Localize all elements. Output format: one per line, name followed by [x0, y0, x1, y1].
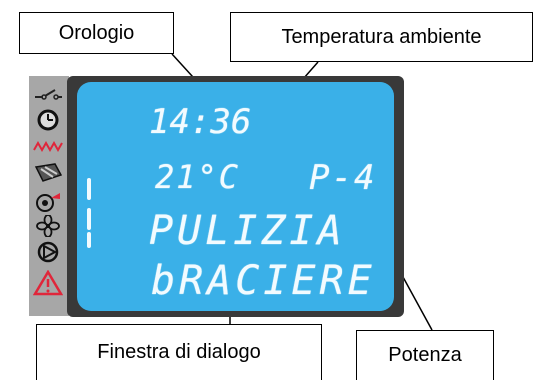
heating-wave-icon	[33, 140, 63, 153]
clock-readout: 14:36	[149, 102, 252, 142]
pump-icon	[37, 241, 59, 263]
lcd-display-frame: 14:36 21°C P-4 PULIZIA bRACIERE	[67, 76, 404, 317]
room-temperature-readout: 21°C	[155, 158, 241, 196]
thermostat-switch-icon	[35, 89, 62, 100]
clock-label: Orologio	[19, 12, 174, 54]
power-level-readout: P-4	[309, 158, 377, 198]
pellet-feeder-icon	[34, 163, 63, 182]
lcd-display: 14:36 21°C P-4 PULIZIA bRACIERE	[77, 82, 394, 311]
dialog-message-line-1: PULIZIA	[149, 208, 346, 254]
ventilation-fan-icon	[36, 215, 60, 237]
lcd-segment-indicator	[87, 178, 91, 200]
dialog-message-line-2: bRACIERE	[151, 258, 376, 304]
lcd-segment-indicator	[87, 232, 91, 248]
alarm-warning-icon	[33, 270, 63, 296]
power-label: Potenza	[356, 330, 494, 380]
room-temperature-label: Temperatura ambiente	[230, 12, 533, 62]
combustion-fan-icon	[36, 193, 60, 212]
clock-icon	[37, 109, 59, 131]
lcd-segment-indicator	[87, 208, 91, 230]
status-icon-strip	[29, 76, 69, 316]
dialog-window-label: Finestra di dialogo	[36, 324, 322, 380]
